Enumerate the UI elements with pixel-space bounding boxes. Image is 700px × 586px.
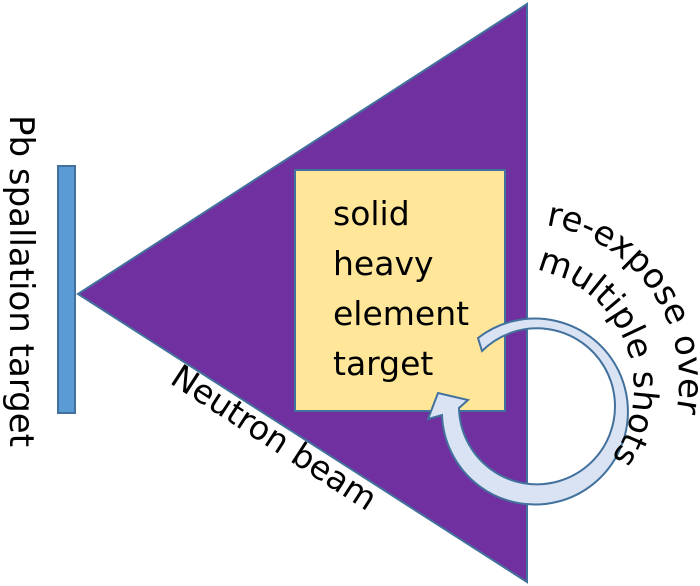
target-text-line-2: heavy (333, 244, 434, 283)
heavy-element-target-box (294, 169, 506, 412)
target-text-line-4: target (333, 344, 433, 383)
target-text-line-1: solid (333, 194, 410, 233)
reexpose-curved-arrow (426, 317, 629, 506)
pb-spallation-target-label: Pb spallation target (1, 115, 41, 447)
pb-spallation-target-bar (57, 165, 76, 414)
target-text-line-3: element (333, 294, 469, 333)
